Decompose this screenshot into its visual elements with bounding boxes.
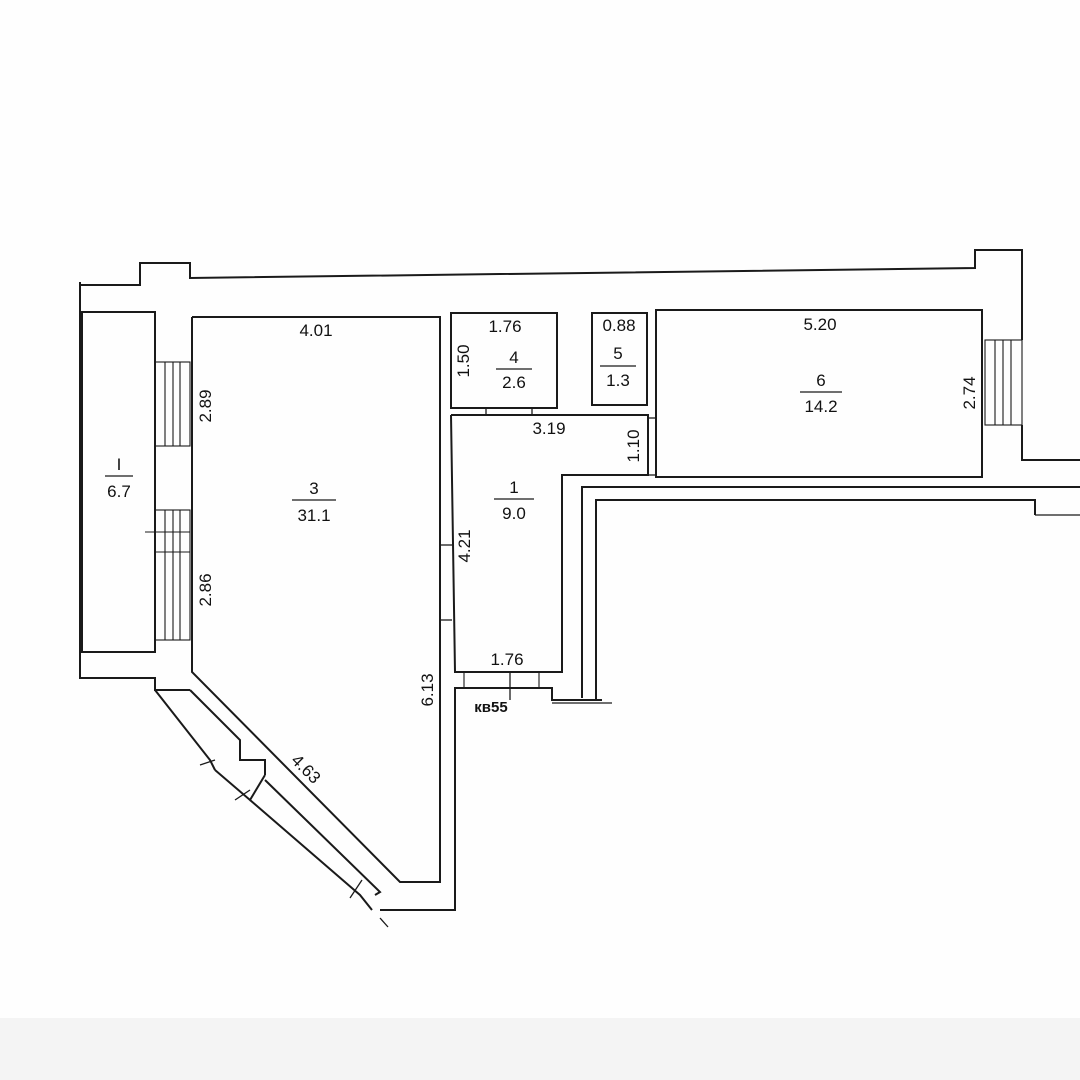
outer-walls	[79, 249, 1080, 928]
label-room-3: 3 31.1	[292, 479, 336, 525]
bottom-margin	[0, 1018, 1080, 1080]
room-I	[80, 311, 156, 653]
dim-room1-bottom: 1.76	[490, 650, 523, 669]
entrance-door	[463, 671, 540, 700]
label-room-1: 1 9.0	[494, 478, 534, 523]
svg-text:14.2: 14.2	[804, 397, 837, 416]
dim-room3-upper-depth: 2.89	[196, 389, 215, 422]
dim-room3-width: 4.01	[299, 321, 332, 340]
window-right	[984, 339, 1023, 426]
svg-text:5: 5	[613, 344, 622, 363]
window-left-upper	[154, 361, 191, 447]
room-5	[591, 312, 648, 406]
room-4	[450, 312, 558, 415]
window-left-lower	[145, 509, 191, 641]
label-room-6: 6 14.2	[800, 371, 842, 416]
dim-room5-width: 0.88	[602, 316, 635, 335]
room-3	[191, 316, 452, 883]
dim-room1-top: 3.19	[532, 419, 565, 438]
dim-room1-depth: 4.21	[455, 529, 474, 562]
dim-room6-width: 5.20	[803, 315, 836, 334]
room-6	[655, 309, 983, 478]
svg-text:2.6: 2.6	[502, 373, 526, 392]
label-room-I: I 6.7	[105, 455, 133, 501]
dim-room4-depth: 1.50	[454, 344, 473, 377]
svg-text:6.7: 6.7	[107, 482, 131, 501]
svg-text:9.0: 9.0	[502, 504, 526, 523]
dim-room4-width: 1.76	[488, 317, 521, 336]
dim-room1-step: 1.10	[624, 429, 643, 462]
label-room-5: 5 1.3	[600, 344, 636, 390]
dim-room3-right-wall: 6.13	[418, 673, 437, 706]
dim-room3-lower-depth: 2.86	[196, 573, 215, 606]
dim-room3-diagonal: 4.63	[287, 751, 324, 788]
svg-text:3: 3	[309, 479, 318, 498]
svg-text:1.3: 1.3	[606, 371, 630, 390]
apartment-label: кв55	[474, 699, 507, 716]
room-1	[450, 414, 656, 673]
svg-text:31.1: 31.1	[297, 506, 330, 525]
label-room-4: 4 2.6	[496, 348, 532, 392]
svg-text:4: 4	[509, 348, 518, 367]
svg-text:I: I	[117, 455, 122, 474]
svg-text:1: 1	[509, 478, 518, 497]
svg-text:6: 6	[816, 371, 825, 390]
dim-room6-depth: 2.74	[960, 376, 979, 409]
